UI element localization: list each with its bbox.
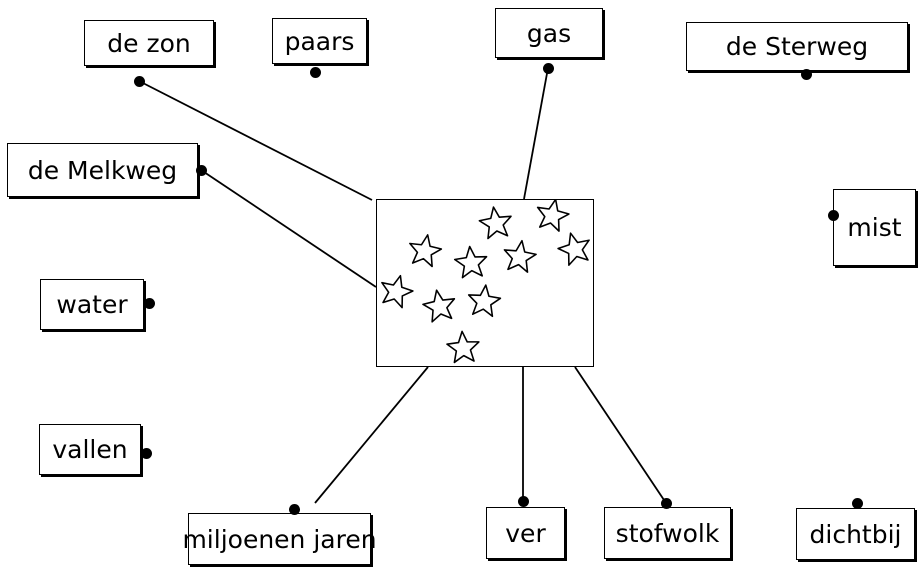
- word-box-water[interactable]: water: [40, 279, 144, 330]
- dot-de-melkweg[interactable]: [195, 164, 207, 176]
- word-box-de-melkweg[interactable]: de Melkweg: [7, 143, 198, 197]
- star-icon: [409, 234, 443, 268]
- word-box-stofwolk[interactable]: stofwolk: [604, 507, 731, 559]
- star-icon: [557, 232, 590, 266]
- star-icon: [467, 284, 502, 318]
- line-de-zon: [138, 80, 373, 201]
- word-box-dichtbij[interactable]: dichtbij: [796, 508, 915, 560]
- dot-paars[interactable]: [309, 66, 321, 78]
- dot-mist[interactable]: [827, 209, 839, 221]
- dot-de-zon[interactable]: [133, 75, 145, 87]
- word-box-gas[interactable]: gas: [495, 8, 603, 58]
- stars-icon: [381, 200, 590, 364]
- word-box-paars[interactable]: paars: [272, 18, 367, 64]
- dot-stofwolk[interactable]: [660, 497, 672, 509]
- star-icon: [381, 274, 414, 309]
- dot-ver[interactable]: [517, 495, 529, 507]
- star-icon: [453, 245, 488, 279]
- dot-miljoenen-jaren[interactable]: [288, 503, 300, 515]
- word-box-vallen[interactable]: vallen: [39, 424, 141, 475]
- dot-water[interactable]: [143, 297, 155, 309]
- line-miljoenen-jaren: [314, 366, 429, 504]
- word-box-miljoenen-jaren[interactable]: miljoenen jaren: [182, 513, 377, 565]
- dot-dichtbij[interactable]: [851, 497, 863, 509]
- line-de-melkweg: [200, 169, 377, 288]
- stars-picture: [376, 199, 594, 367]
- star-icon: [446, 330, 480, 364]
- dot-de-sterweg[interactable]: [800, 68, 812, 80]
- line-stofwolk: [574, 366, 667, 504]
- star-icon: [422, 289, 456, 323]
- dot-gas[interactable]: [542, 62, 554, 74]
- word-box-mist[interactable]: mist: [833, 189, 916, 266]
- star-icon: [536, 200, 570, 232]
- star-icon: [478, 206, 512, 240]
- star-icon: [503, 239, 537, 273]
- dot-vallen[interactable]: [140, 447, 152, 459]
- word-box-ver[interactable]: ver: [486, 507, 565, 559]
- word-box-de-zon[interactable]: de zon: [84, 20, 214, 66]
- line-gas: [523, 67, 549, 200]
- word-box-de-sterweg[interactable]: de Sterweg: [686, 22, 908, 71]
